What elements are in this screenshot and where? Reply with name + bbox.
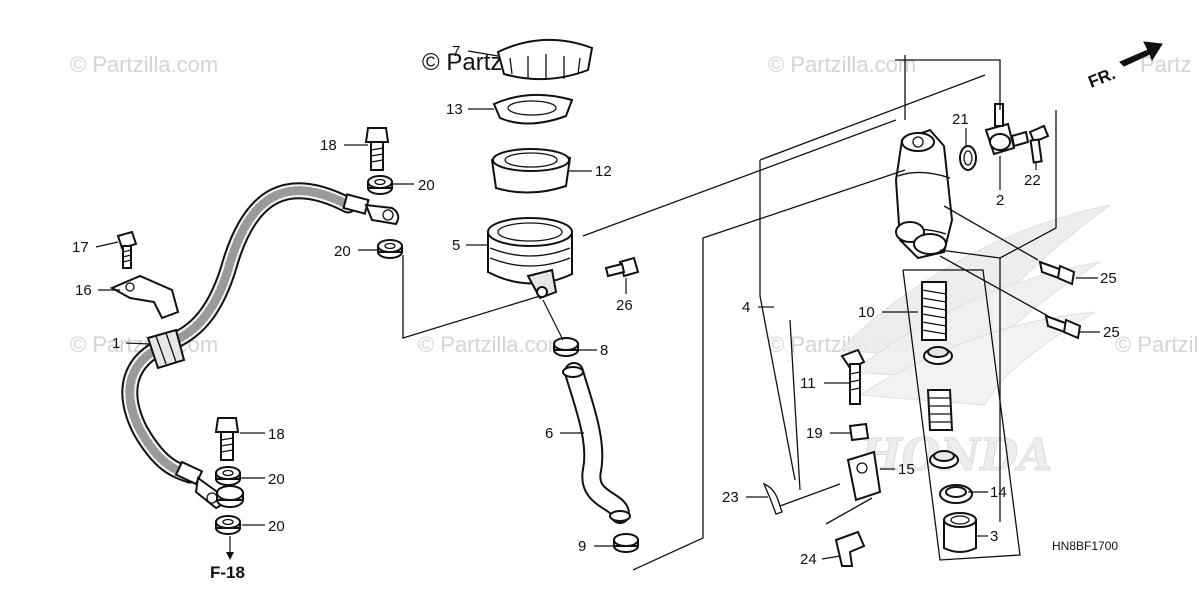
hose-joint-screw — [1028, 124, 1050, 164]
watermark-text: © Partzilla.com — [1115, 332, 1200, 357]
callout-25: 25 — [1100, 270, 1117, 287]
callout-3: 3 — [990, 528, 998, 545]
hose-clip-lower — [613, 533, 639, 553]
callout-18: 18 — [268, 426, 285, 443]
clamp-bolt — [116, 230, 138, 269]
callout-9: 9 — [578, 538, 586, 555]
secondary-cup — [929, 450, 959, 469]
hose-clip-upper — [553, 337, 579, 357]
callout-14: 14 — [990, 484, 1007, 501]
diagram-code: HN8BF1700 — [1052, 539, 1118, 553]
watermark-text: © Partzilla.com — [768, 52, 916, 77]
callout-13: 13 — [446, 101, 463, 118]
callout-1: 1 — [112, 335, 120, 352]
callout-24: 24 — [800, 551, 817, 568]
lower-sealing-washer-c — [215, 515, 241, 535]
callout-19: 19 — [806, 425, 823, 442]
master-cylinder-oring — [959, 145, 977, 171]
push-rod-nut — [848, 422, 870, 442]
cotter-pin — [762, 482, 783, 515]
callout-20: 20 — [334, 243, 351, 260]
lower-sealing-washer-a — [215, 466, 241, 486]
reservoir-cap — [496, 39, 594, 81]
watermark-text: © Partzilla.com — [70, 52, 218, 77]
reservoir-hose — [542, 299, 631, 524]
lower-sealing-washer-b — [216, 485, 244, 508]
lower-oil-bolt — [214, 417, 240, 461]
callout-12: 12 — [595, 163, 612, 180]
callout-2: 2 — [996, 192, 1004, 209]
callout-15: 15 — [898, 461, 915, 478]
callout-26: 26 — [616, 297, 633, 314]
callout-10: 10 — [858, 304, 875, 321]
callout-leader-lines — [95, 50, 1100, 560]
master-cylinder-body — [894, 128, 954, 260]
circlip — [939, 484, 973, 504]
watermark-layer: © Partzilla.com © Partzilla.com © Partzill… — [70, 52, 1200, 357]
callout-25: 25 — [1103, 324, 1120, 341]
upper-oil-bolt — [364, 127, 390, 171]
front-direction-label: FR. — [1086, 64, 1119, 92]
callout-18: 18 — [320, 137, 337, 154]
watermark-text: © Partzilla.com — [418, 332, 566, 357]
assembly-guide-lines — [402, 55, 1057, 571]
primary-cup — [923, 346, 953, 365]
piston-spring — [921, 281, 947, 341]
callout-6: 6 — [545, 425, 553, 442]
hose-clamp — [109, 274, 180, 320]
mounting-bolt-lower — [1044, 314, 1082, 340]
callout-16: 16 — [75, 282, 92, 299]
reservoir-screw — [604, 256, 640, 278]
reservoir-diaphragm — [490, 148, 572, 194]
callout-22: 22 — [1024, 172, 1041, 189]
hose-joint — [984, 103, 1030, 156]
brake-hose — [121, 182, 400, 510]
callout-20: 20 — [268, 471, 285, 488]
callout-20: 20 — [418, 177, 435, 194]
reference-arrow — [226, 536, 234, 560]
callout-5: 5 — [452, 237, 460, 254]
honda-logo-text: HONDA — [858, 430, 1052, 481]
joint-pin — [834, 530, 866, 567]
upper-sealing-washer — [367, 175, 393, 195]
reference-label: F-18 — [210, 563, 245, 582]
watermark-text: Partz — [1140, 52, 1191, 77]
callout-4: 4 — [742, 299, 750, 316]
push-rod — [840, 348, 866, 405]
callout-20: 20 — [268, 518, 285, 535]
callout-8: 8 — [600, 342, 608, 359]
boot — [943, 512, 977, 553]
mounting-bolt-upper — [1038, 260, 1076, 286]
cap-diaphragm-plate — [492, 93, 574, 125]
callout-7: 7 — [452, 43, 460, 60]
push-rod-joint — [846, 450, 882, 502]
callout-23: 23 — [722, 489, 739, 506]
honda-wing-logo: HONDA — [838, 204, 1111, 482]
callout-11: 11 — [800, 375, 816, 392]
middle-sealing-washer — [377, 239, 403, 259]
master-piston — [926, 389, 954, 431]
callout-21: 21 — [952, 111, 969, 128]
callout-17: 17 — [72, 239, 89, 256]
reservoir-body — [487, 217, 573, 300]
